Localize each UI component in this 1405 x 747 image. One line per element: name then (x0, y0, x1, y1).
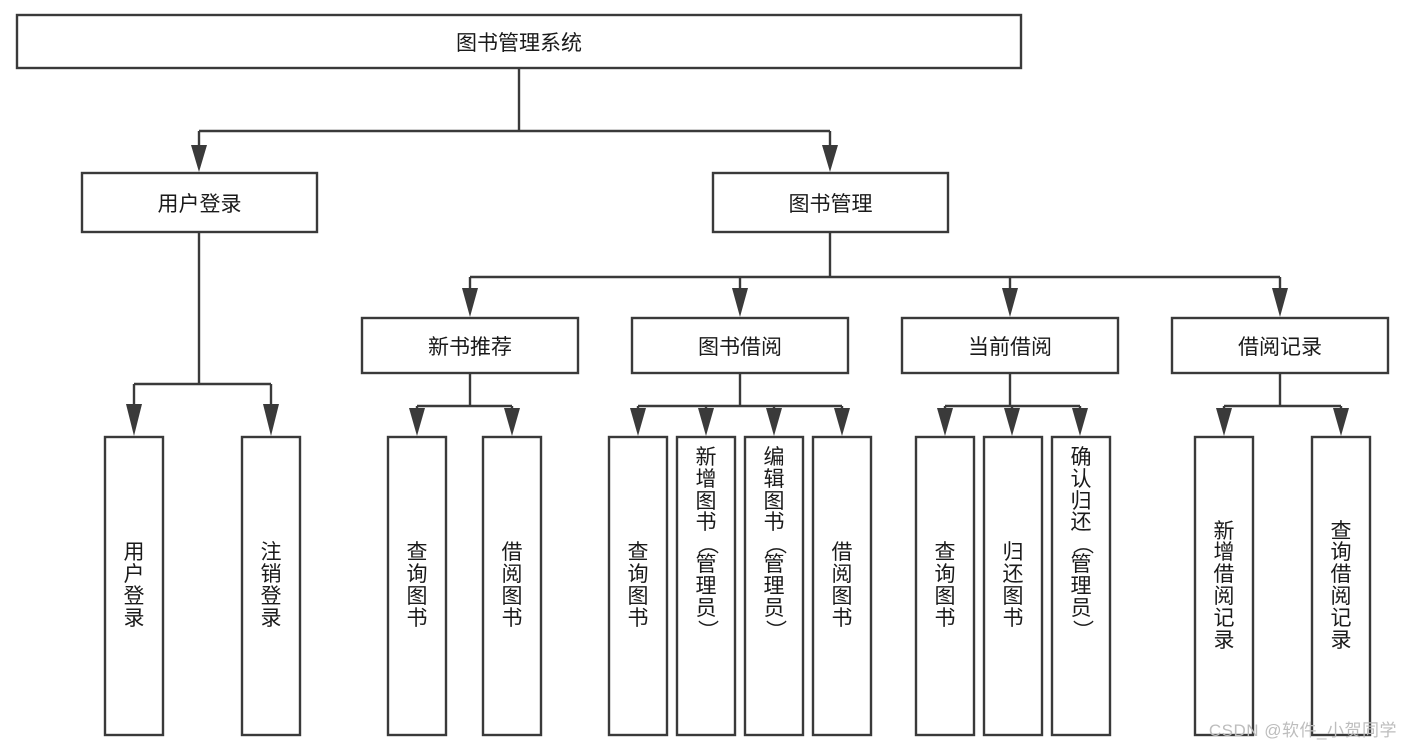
arrow-leaf-edit-book (766, 408, 782, 436)
arrow-leaf-query-record (1333, 408, 1349, 436)
arrow-leaf-add-book (698, 408, 714, 436)
leaf-book-borrow-3[interactable] (811, 435, 873, 737)
leaf-book-borrow-1[interactable] (675, 435, 737, 737)
arrow-to-book-borrow (732, 288, 748, 317)
arrow-leaf-borrow-book-b (834, 408, 850, 436)
arrow-to-current-borrow (1002, 288, 1018, 317)
edges-root-to-level1 (191, 68, 838, 172)
arrow-to-user-login (191, 145, 207, 172)
leaf-new-book-1[interactable] (481, 435, 543, 737)
arrow-to-book-mgmt (822, 145, 838, 172)
arrow-leaf-query-book-b (630, 408, 646, 436)
node-current-borrow[interactable] (900, 316, 1120, 375)
arrow-to-borrow-record (1272, 288, 1288, 317)
node-new-book-recommend[interactable] (360, 316, 580, 375)
leaf-current-borrow-2[interactable] (1050, 435, 1112, 737)
leaf-user-login-0[interactable] (103, 435, 165, 737)
leaf-user-login-1[interactable] (240, 435, 302, 737)
arrow-leaf-confirm-return (1072, 408, 1088, 436)
edges-borrow-record-to-leaves (1216, 373, 1349, 436)
arrow-leaf-user-login (126, 404, 142, 436)
edges-book-mgmt-to-level2 (462, 232, 1288, 317)
leaf-borrow-record-0[interactable] (1193, 435, 1255, 737)
arrow-leaf-query-book-a (409, 408, 425, 436)
arrow-leaf-add-record (1216, 408, 1232, 436)
node-root[interactable] (15, 13, 1023, 70)
node-book-borrow[interactable] (630, 316, 850, 375)
leaf-current-borrow-1[interactable] (982, 435, 1044, 737)
arrow-leaf-borrow-book-a (504, 408, 520, 436)
edges-user-login-to-leaves (126, 232, 279, 436)
node-book-management[interactable] (711, 171, 950, 234)
leaf-book-borrow-0[interactable] (607, 435, 669, 737)
arrow-leaf-logout (263, 404, 279, 436)
node-user-login[interactable] (80, 171, 319, 234)
arrow-leaf-query-book-c (937, 408, 953, 436)
leaf-current-borrow-0[interactable] (914, 435, 976, 737)
arrow-to-new-book-recommend (462, 288, 478, 317)
leaf-borrow-record-1[interactable] (1310, 435, 1372, 737)
node-borrow-record[interactable] (1170, 316, 1390, 375)
edges-book-borrow-to-leaves (630, 373, 850, 436)
edges-new-book-to-leaves (409, 373, 520, 436)
edges-current-borrow-to-leaves (937, 373, 1088, 436)
arrow-leaf-return-book (1004, 408, 1020, 436)
leaf-book-borrow-2[interactable] (743, 435, 805, 737)
leaf-new-book-0[interactable] (386, 435, 448, 737)
